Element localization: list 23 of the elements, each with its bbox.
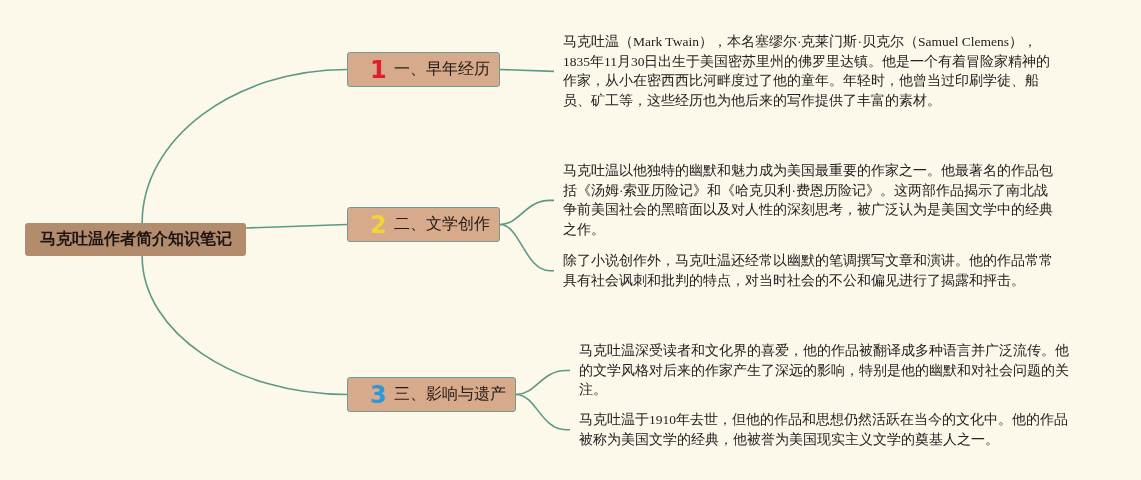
connector-line: [141, 68, 348, 224]
central-topic: 马克吐温作者简介知识笔记: [25, 223, 246, 256]
connector-line: [499, 68, 555, 73]
note-text: 马克吐温于1910年去世，但他的作品和思想仍然活跃在当今的文化中。他的作品被称为美国文学的经典，他被誉为美国现实主义文学的奠基人之一。: [570, 410, 1075, 450]
priority-number: 1: [370, 56, 387, 83]
note-text: 除了小说创作外，马克吐温还经常以幽默的笔调撰写文章和演讲。他的作品常常具有社会讽刺和批判的特点，对当时社会的不公和偏见进行了揭露和抨击。: [554, 251, 1059, 291]
topic-title: 一、早年经历: [393, 59, 490, 80]
connector-line: [515, 393, 571, 431]
priority-number: 2: [370, 211, 387, 238]
topic-box: [347, 52, 500, 87]
priority-number: 3: [370, 381, 387, 408]
topic-box: [347, 377, 516, 412]
note-text: 马克吐温深受读者和文化界的喜爱，他的作品被翻译成多种语言并广泛流传。他的文学风格对后来的作家产生了深远的影响，特别是他的幽默和对社会问题的关注。: [570, 341, 1075, 401]
connector-line: [499, 223, 555, 272]
connector-line: [141, 255, 348, 396]
topic-title: 二、文学创作: [393, 214, 490, 235]
topic-title: 三、影响与遗产: [393, 384, 506, 405]
connector-line: [499, 199, 555, 226]
note-text: 马克吐温以他独特的幽默和魅力成为美国最重要的作家之一。他最著名的作品包括《汤姆·索亚历险记》和《哈克贝利·费恩历险记》。这两部作品揭示了南北战争前美国社会的黑暗面以及对人性的深刻思考，被广泛认为是美国文学中的经典之作。: [554, 161, 1059, 240]
connector-line: [515, 369, 571, 396]
connector-line: [245, 223, 348, 229]
topic-box: [347, 207, 500, 242]
note-text: 马克吐温（Mark Twain），本名塞缪尔·克莱门斯·贝克尔（Samuel Clemens），1835年11月30日出生于美国密苏里州的佛罗里达镇。他是一个有着冒险家精神的作家，从小在密西西比河畔度过了他的童年。年轻时，他曾当过印刷学徒、船员、矿工等，这些经历也为他后来的写作提供了丰富的素材。: [554, 32, 1059, 111]
